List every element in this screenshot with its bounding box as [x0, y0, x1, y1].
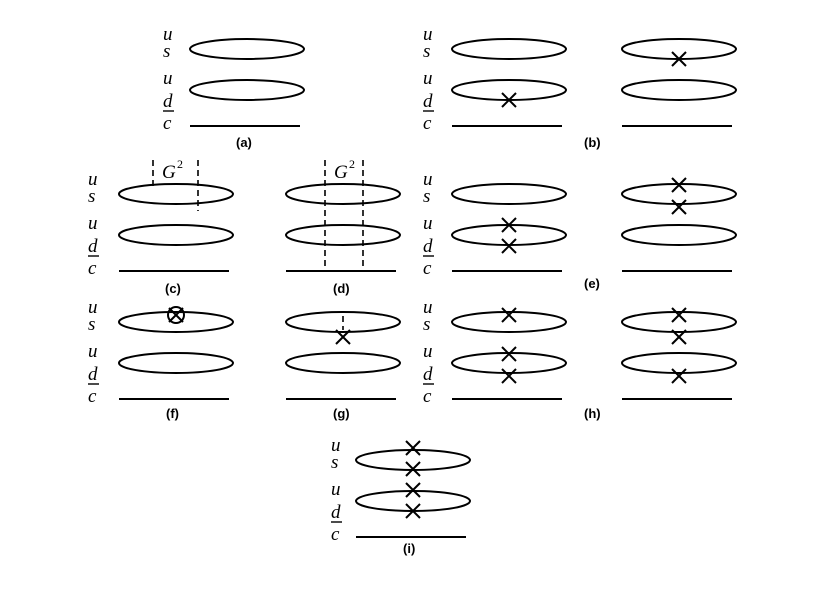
diagram-b1-lower-loop	[451, 79, 567, 101]
panel-label: (h)	[584, 406, 601, 421]
flavor-label-u: u	[331, 479, 341, 500]
cross-icon	[405, 461, 421, 477]
diagram-c-lower-loop	[118, 224, 234, 246]
flavor-label-u: u	[423, 169, 433, 190]
diagram-a-upper-loop	[189, 38, 305, 60]
flavor-label-c: c	[331, 524, 340, 545]
panel-label: (g)	[333, 406, 350, 421]
diagram-e1-lower-loop	[451, 224, 567, 246]
flavor-label-u: u	[423, 213, 433, 234]
flavor-label-d: d	[88, 364, 98, 385]
flavor-label-d: d	[88, 236, 98, 257]
cross-icon	[501, 92, 517, 108]
panel-label: (d)	[333, 281, 350, 296]
flavor-label-c: c	[423, 113, 432, 134]
flavor-label-c: c	[163, 113, 172, 134]
cross-icon	[405, 503, 421, 519]
gluon-power: 2	[177, 157, 183, 171]
flavor-label-u: u	[88, 341, 98, 362]
cross-icon	[671, 177, 687, 193]
diagram-h1-upper-loop	[451, 311, 567, 333]
circled-cross-icon	[167, 306, 185, 324]
flavor-label-d: d	[331, 502, 341, 523]
gluon-label: G	[162, 162, 176, 183]
flavor-label-c: c	[423, 386, 432, 407]
flavor-label-d: d	[423, 91, 433, 112]
diagram-d-upper-loop	[285, 183, 401, 205]
flavor-label-u: u	[88, 169, 98, 190]
cross-icon	[671, 51, 687, 67]
cross-icon	[168, 307, 184, 323]
panel-label: (f)	[166, 406, 179, 421]
panel-label: (c)	[165, 281, 181, 296]
diagram-a-lower-loop	[189, 79, 305, 101]
flavor-label-u: u	[423, 24, 433, 45]
gluon-power: 2	[349, 157, 355, 171]
diagram-e2-lower-loop	[621, 224, 737, 246]
flavor-label-u: u	[88, 213, 98, 234]
flavor-label-s: s	[88, 314, 95, 335]
diagram-f-lower-loop	[118, 352, 234, 374]
flavor-label-u: u	[331, 435, 341, 456]
panel-label: (i)	[403, 541, 415, 556]
cross-icon	[335, 329, 351, 345]
diagram-h2-lower-loop	[621, 352, 737, 374]
flavor-label-s: s	[423, 314, 430, 335]
diagram-c-upper-loop	[118, 183, 234, 205]
diagram-h2-upper-loop	[621, 311, 737, 333]
diagram-e2-upper-loop	[621, 183, 737, 205]
flavor-label-c: c	[423, 258, 432, 279]
flavor-label-s: s	[163, 41, 170, 62]
cross-icon	[501, 238, 517, 254]
panel-label: (b)	[584, 135, 601, 150]
flavor-label-s: s	[423, 41, 430, 62]
flavor-label-s: s	[423, 186, 430, 207]
diagram-d-lower-loop	[285, 224, 401, 246]
diagram-h1-lower-loop	[451, 352, 567, 374]
diagram-b2-lower-loop	[621, 79, 737, 101]
cross-icon	[501, 368, 517, 384]
flavor-label-s: s	[331, 452, 338, 473]
diagram-i-upper-loop	[355, 449, 471, 471]
flavor-label-c: c	[88, 258, 97, 279]
diagram-b2-upper-loop	[621, 38, 737, 60]
flavor-label-u: u	[163, 24, 173, 45]
cross-icon	[501, 346, 517, 362]
gluon-label: G	[334, 162, 348, 183]
cross-icon	[671, 307, 687, 323]
flavor-label-u: u	[163, 68, 173, 89]
cross-icon	[501, 217, 517, 233]
flavor-label-u: u	[423, 297, 433, 318]
flavor-label-c: c	[88, 386, 97, 407]
diagram-b1-upper-loop	[451, 38, 567, 60]
diagram-i-lower-loop	[355, 490, 471, 512]
cross-icon	[671, 329, 687, 345]
diagram-g-lower-loop	[285, 352, 401, 374]
cross-icon	[671, 368, 687, 384]
flavor-label-u: u	[88, 297, 98, 318]
cross-icon	[405, 482, 421, 498]
diagram-e1-upper-loop	[451, 183, 567, 205]
flavor-label-u: u	[423, 68, 433, 89]
flavor-label-d: d	[423, 364, 433, 385]
flavor-label-d: d	[423, 236, 433, 257]
flavor-label-u: u	[423, 341, 433, 362]
flavor-label-s: s	[88, 186, 95, 207]
panel-label: (a)	[236, 135, 252, 150]
cross-icon	[671, 199, 687, 215]
cross-icon	[405, 440, 421, 456]
flavor-label-d: d	[163, 91, 173, 112]
panel-label: (e)	[584, 276, 600, 291]
diagram-g-upper-loop	[285, 311, 401, 333]
diagram-f-upper-loop	[118, 311, 234, 333]
cross-icon	[501, 307, 517, 323]
